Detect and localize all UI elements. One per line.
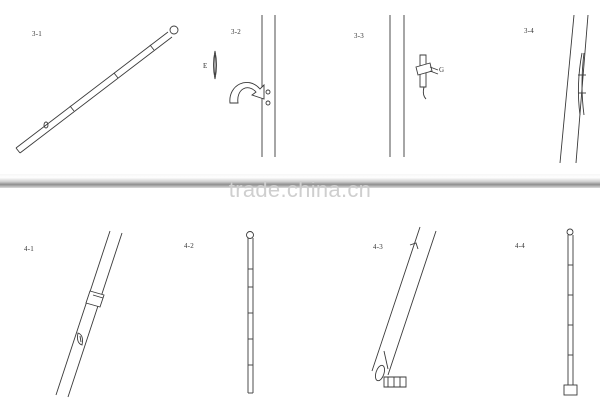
step-3-4-label: 3-4 (524, 27, 534, 35)
mounting-post (261, 15, 276, 157)
pole-installed-drawing (563, 228, 578, 396)
flagpole-assembled-drawing (15, 25, 179, 154)
cleat-part-e (213, 50, 217, 80)
flagpole-shaft (247, 238, 254, 394)
flagpole-shaft (567, 235, 574, 395)
mounting-post (559, 15, 589, 164)
step-3-2-label: 3-2 (231, 28, 241, 36)
step-3-1-panel: 3-1 (10, 20, 190, 165)
step-4-2-panel: 4-2 (170, 225, 300, 400)
pole-full-drawing (246, 231, 254, 394)
flagpole-finial (169, 25, 179, 35)
mounting-post (389, 15, 405, 157)
pole-end-cap (375, 350, 389, 382)
pole-section (55, 230, 123, 398)
cleat-attach-drawing (389, 15, 439, 157)
flagpole-finial (246, 231, 254, 239)
cleat-mounted (577, 52, 586, 116)
cleat-mounted-drawing (559, 15, 589, 164)
rotate-arrow-icon (229, 82, 265, 104)
pole-section-joint-drawing (55, 230, 123, 398)
pole-bracket-insert-drawing (371, 226, 437, 388)
mounting-bracket (383, 376, 407, 388)
spring-clip (77, 332, 83, 346)
pole-section (371, 226, 437, 376)
ring-clip (43, 121, 49, 129)
flagpole-shaft (15, 31, 173, 154)
flagpole-finial (566, 228, 574, 236)
step-4-4-panel: 4-4 (500, 225, 600, 400)
step-3-2-panel: 3-2 E (198, 15, 308, 165)
divider-band (0, 174, 600, 188)
watermark-text: trade.china.cn (228, 177, 372, 202)
part-g-label: G (439, 66, 445, 74)
ground-bracket (563, 384, 578, 396)
step-3-3-label: 3-3 (354, 32, 364, 40)
step-4-1-label: 4-1 (24, 245, 34, 253)
step-4-3-panel: 4-3 (350, 225, 470, 400)
cleat-bracket (415, 54, 439, 100)
step-4-1-panel: 4-1 (10, 225, 150, 400)
step-3-1-label: 3-1 (32, 30, 42, 38)
step-4-4-label: 4-4 (515, 242, 525, 250)
wall-mount-drawing (213, 15, 276, 157)
step-4-2-label: 4-2 (184, 242, 194, 250)
step-3-3-panel: 3-3 G (338, 15, 468, 165)
step-3-4-panel: 3-4 (490, 15, 600, 165)
step-4-3-label: 4-3 (373, 243, 383, 251)
part-e-label: E (203, 62, 208, 70)
